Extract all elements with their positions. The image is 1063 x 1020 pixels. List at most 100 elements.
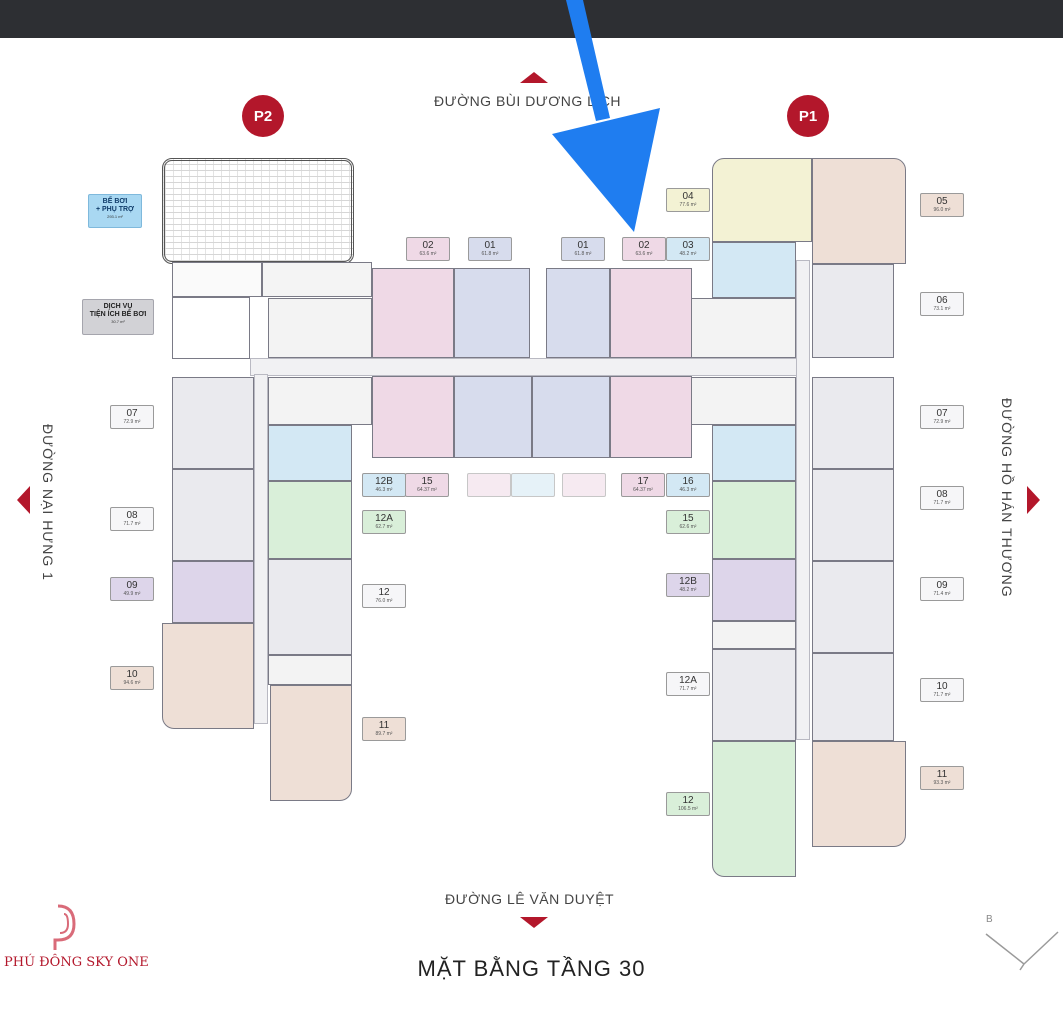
unit-p1-12A — [712, 649, 796, 741]
unit-p2-10 — [162, 623, 254, 729]
tag-number: 10 — [126, 669, 138, 680]
tag-area: 48.2 m² — [679, 251, 697, 257]
pool-service-room — [172, 297, 250, 359]
unit-p1-10 — [812, 653, 894, 741]
unit-center-15 — [372, 376, 454, 458]
tag-center-blurred-1 — [467, 473, 511, 497]
tag-center-blurred-2 — [511, 473, 555, 497]
unit-center-02-right — [610, 268, 692, 358]
tag-area: 94.6 m² — [123, 680, 141, 686]
unit-p1-12 — [712, 741, 796, 877]
tag-number: 12B — [679, 576, 697, 587]
tag-center-blurred-3 — [562, 473, 606, 497]
unit-p1-16 — [712, 425, 796, 481]
tower-p2-badge: P2 — [242, 95, 284, 137]
tag-area: 106.5 m² — [678, 806, 698, 812]
tag-number: 15 — [421, 476, 433, 487]
compass-letter: B — [986, 914, 993, 925]
service-amenity-label: DỊCH VỤ TIỆN ÍCH BỂ BƠI 30.7 m² — [82, 299, 154, 335]
tag-area: 71.7 m² — [933, 692, 951, 698]
pool-changing-rooms — [172, 262, 262, 297]
top-dark-bar — [0, 0, 1063, 38]
tag-area: 89.7 m² — [375, 731, 393, 737]
unit-p2-07 — [172, 377, 254, 469]
tag-area: 71.4 m² — [933, 591, 951, 597]
west-corridor — [254, 374, 268, 724]
unit-p1-06 — [812, 264, 894, 358]
street-west-label: ĐƯỜNG NẠI HƯNG 1 — [40, 424, 56, 581]
unit-p2-12A — [268, 481, 352, 559]
unit-p2-08 — [172, 469, 254, 561]
unit-center-17 — [610, 376, 692, 458]
page-title: MẶT BẰNG TẦNG 30 — [417, 956, 646, 981]
tag-area: 72.9 m² — [933, 419, 951, 425]
unit-p1-15 — [712, 481, 796, 559]
tag-number: 08 — [126, 510, 138, 521]
unit-p2-11 — [270, 685, 352, 801]
unit-p1-04 — [712, 158, 812, 242]
tag-area: 63.6 m² — [419, 251, 437, 257]
street-east-label: ĐƯỜNG HỒ HÁN THƯƠNG — [999, 398, 1015, 598]
tag-number: 06 — [936, 295, 948, 306]
tag-area: 76.0 m² — [375, 598, 393, 604]
tag-area: 96.0 m² — [933, 207, 951, 213]
tag-number: 12B — [375, 476, 393, 487]
p2-core-north — [268, 298, 372, 358]
tag-area: 72.9 m² — [123, 419, 141, 425]
tag-number: 09 — [936, 580, 948, 591]
tag-area: 73.1 m² — [933, 306, 951, 312]
pool-amenity-name: BỂ BƠI + PHỤ TRỢ — [95, 198, 135, 214]
tag-number: 07 — [126, 408, 138, 419]
tag-area: 63.6 m² — [635, 251, 653, 257]
unit-center-01-left — [454, 268, 530, 358]
tag-area: 71.7 m² — [679, 686, 697, 692]
unit-p1-09 — [812, 561, 894, 653]
tag-area: 46.3 m² — [375, 487, 393, 493]
north-arrow-icon — [520, 72, 548, 83]
service-amenity-area: 30.7 m² — [111, 319, 125, 325]
tag-number: 04 — [682, 191, 694, 202]
tag-area: 77.6 m² — [679, 202, 697, 208]
unit-center-02-left — [372, 268, 454, 358]
tag-number: 12 — [682, 795, 694, 806]
tag-number: 16 — [682, 476, 694, 487]
tag-number: 09 — [126, 580, 138, 591]
tag-area: 71.7 m² — [933, 500, 951, 506]
tag-area: 93.3 m² — [933, 780, 951, 786]
tag-number: 12 — [378, 587, 390, 598]
street-south-label: ĐƯỜNG LÊ VĂN DUYỆT — [445, 891, 615, 907]
pool-amenity-area: 293.1 m² — [107, 214, 123, 220]
p2-stair — [268, 655, 352, 685]
tag-number: 02 — [638, 240, 650, 251]
tag-area: 49.9 m² — [123, 591, 141, 597]
south-arrow-icon — [520, 917, 548, 928]
swimming-pool — [162, 158, 354, 264]
tag-area: 62.6 m² — [679, 524, 697, 530]
tag-number: 01 — [484, 240, 496, 251]
unit-center-s2 — [532, 376, 610, 458]
unit-p1-05 — [812, 158, 906, 264]
tag-area: 64.37 m² — [417, 487, 437, 493]
tag-number: 15 — [682, 513, 694, 524]
west-arrow-icon — [17, 486, 30, 514]
east-corridor — [796, 260, 810, 740]
unit-p2-12 — [268, 559, 352, 655]
pool-amenity-label: BỂ BƠI + PHỤ TRỢ 293.1 m² — [88, 194, 142, 228]
